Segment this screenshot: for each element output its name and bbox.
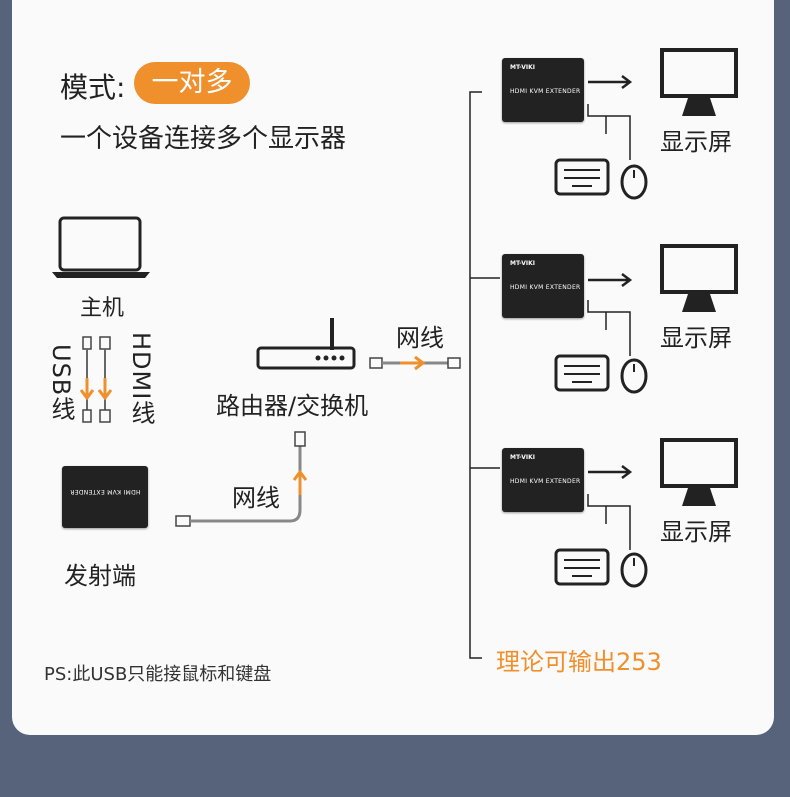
laptop-icon (52, 216, 150, 278)
receiver-3-device: MT-VIKI HDMI KVM EXTENDER (502, 448, 584, 512)
router-network-cable (369, 355, 461, 371)
hdmi-cable-icon (97, 336, 113, 423)
transmitter-network-cable (175, 431, 308, 527)
host-label: 主机 (80, 296, 125, 321)
receiver-1-device: MT-VIKI HDMI KVM EXTENDER (502, 58, 584, 122)
receiver-3-peripherals (554, 438, 738, 588)
mode-label: 模式: (60, 71, 126, 104)
receiver-3-brand: MT-VIKI (510, 454, 535, 461)
router-cable-label: 网线 (396, 324, 444, 352)
receiver-3-model: HDMI KVM EXTENDER (510, 478, 581, 485)
hdmi-cable-label: HDMI线 (127, 332, 155, 426)
receiver-2-brand: MT-VIKI (510, 260, 535, 267)
transmitter-label: 发射端 (64, 562, 136, 590)
mode-badge: 一对多 (134, 62, 250, 104)
subtitle: 一个设备连接多个显示器 (60, 124, 347, 154)
usb-cable-label: USB线 (47, 344, 75, 422)
receiver-2-model: HDMI KVM EXTENDER (510, 284, 581, 291)
receiver-1-brand: MT-VIKI (510, 64, 535, 71)
transmitter-model: HDMI KVM EXTENDER (70, 488, 141, 495)
receiver-1-display-label: 显示屏 (660, 128, 732, 156)
max-output-label: 理论可输出253 (496, 648, 662, 676)
receiver-1-peripherals (554, 48, 738, 200)
usb-cable-icon (79, 336, 95, 423)
receiver-2-peripherals (554, 244, 738, 394)
router-label: 路由器/交换机 (216, 392, 369, 420)
receiver-1-model: HDMI KVM EXTENDER (510, 88, 581, 95)
receiver-3-display-label: 显示屏 (660, 518, 732, 546)
usb-note: PS:此USB只能接鼠标和键盘 (44, 664, 272, 685)
diagram-card (12, 0, 774, 735)
transmitter-cable-label: 网线 (232, 484, 280, 512)
transmitter-device: HDMI KVM EXTENDER (62, 466, 148, 528)
receiver-2-display-label: 显示屏 (660, 324, 732, 352)
router-icon (256, 318, 356, 370)
receiver-2-device: MT-VIKI HDMI KVM EXTENDER (502, 254, 584, 318)
